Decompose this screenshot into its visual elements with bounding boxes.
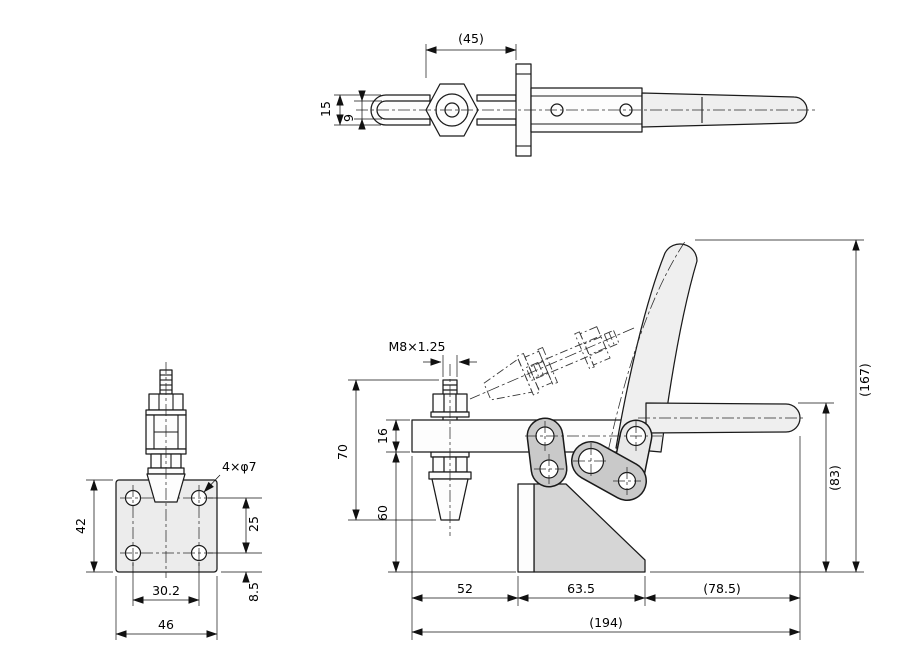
linkage-side <box>525 417 662 501</box>
dim-63-5: 63.5 <box>567 581 595 596</box>
dim-78-5: (78.5) <box>703 581 741 596</box>
dim-194: (194) <box>589 615 623 630</box>
thread-callout: M8×1.25 <box>388 339 445 354</box>
handle-open <box>603 239 698 471</box>
handle-closed <box>638 402 804 434</box>
spindle-front <box>145 362 187 578</box>
dim-167: (167) <box>857 363 872 397</box>
side-view-dimensions: M8×1.25 70 16 60 (167) (83) 52 <box>335 239 872 640</box>
spindle-open-position <box>478 317 625 412</box>
dim-46: 46 <box>158 617 174 632</box>
side-view: M8×1.25 70 16 60 (167) (83) 52 <box>335 239 872 640</box>
dim-8-5: 8.5 <box>246 582 261 602</box>
top-view-dimensions: (45) 15 9 <box>318 31 517 130</box>
dim-52: 52 <box>457 581 473 596</box>
front-view: 42 25 8.5 30.2 46 4×φ7 <box>73 362 262 640</box>
dim-45: (45) <box>458 31 484 46</box>
top-view: (45) 15 9 <box>318 31 818 157</box>
dim-42: 42 <box>73 518 88 534</box>
phantom-centerline <box>469 327 635 400</box>
dim-83: (83) <box>827 465 842 491</box>
base-side <box>517 483 646 573</box>
dim-16: 16 <box>375 428 390 444</box>
dim-60: 60 <box>375 505 390 521</box>
dim-30-2: 30.2 <box>152 583 180 598</box>
hole-callout: 4×φ7 <box>222 459 257 474</box>
front-view-dimensions: 42 25 8.5 30.2 46 4×φ7 <box>73 459 262 640</box>
dim-70: 70 <box>335 444 350 460</box>
dim-15: 15 <box>318 101 333 117</box>
dim-25: 25 <box>246 516 261 532</box>
dim-9: 9 <box>341 114 356 122</box>
